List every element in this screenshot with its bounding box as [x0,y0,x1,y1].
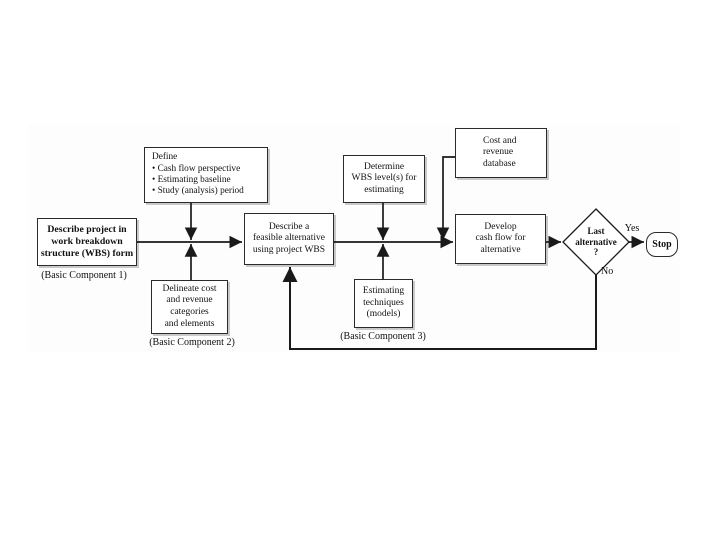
process-box-develop-cash-flow-label: Develop cash flow for alternative [475,221,526,255]
caption-basic-component-3: (Basic Component 3) [340,331,426,342]
process-box-describe-project: Describe project in work breakdown struc… [37,218,137,266]
terminator-stop: Stop [646,232,678,257]
process-box-estimating-techniques-label: Estimating techniques (models) [362,286,405,320]
caption-basic-component-2: (Basic Component 2) [149,337,235,348]
decision-last-alternative-label: Last alternative ? [575,226,617,258]
process-box-delineate-cost: Delineate cost and revenue categories an… [151,280,228,334]
process-box-feasible-alternative: Describe a feasible alternative using pr… [244,213,334,265]
caption-basic-component-1: (Basic Component 1) [41,270,127,281]
process-box-describe-project-label: Describe project in work breakdown struc… [40,224,134,259]
edge-label-no: No [601,266,614,277]
process-box-determine-wbs: Determine WBS level(s) for estimating [343,155,425,203]
process-box-define-label: Define • Cash flow perspective • Estimat… [152,152,244,197]
process-box-determine-wbs-label: Determine WBS level(s) for estimating [351,161,417,195]
process-box-develop-cash-flow: Develop cash flow for alternative [455,214,546,264]
process-box-delineate-cost-label: Delineate cost and revenue categories an… [162,283,217,329]
process-box-define: Define • Cash flow perspective • Estimat… [144,147,268,203]
process-box-feasible-alternative-label: Describe a feasible alternative using pr… [252,221,326,255]
process-box-cost-revenue-database: Cost and revenue database [455,128,547,178]
process-box-cost-revenue-database-label: Cost and revenue database [483,135,517,169]
terminator-stop-label: Stop [652,239,672,250]
edge-label-yes: Yes [624,223,640,234]
process-box-estimating-techniques: Estimating techniques (models) [354,279,413,328]
